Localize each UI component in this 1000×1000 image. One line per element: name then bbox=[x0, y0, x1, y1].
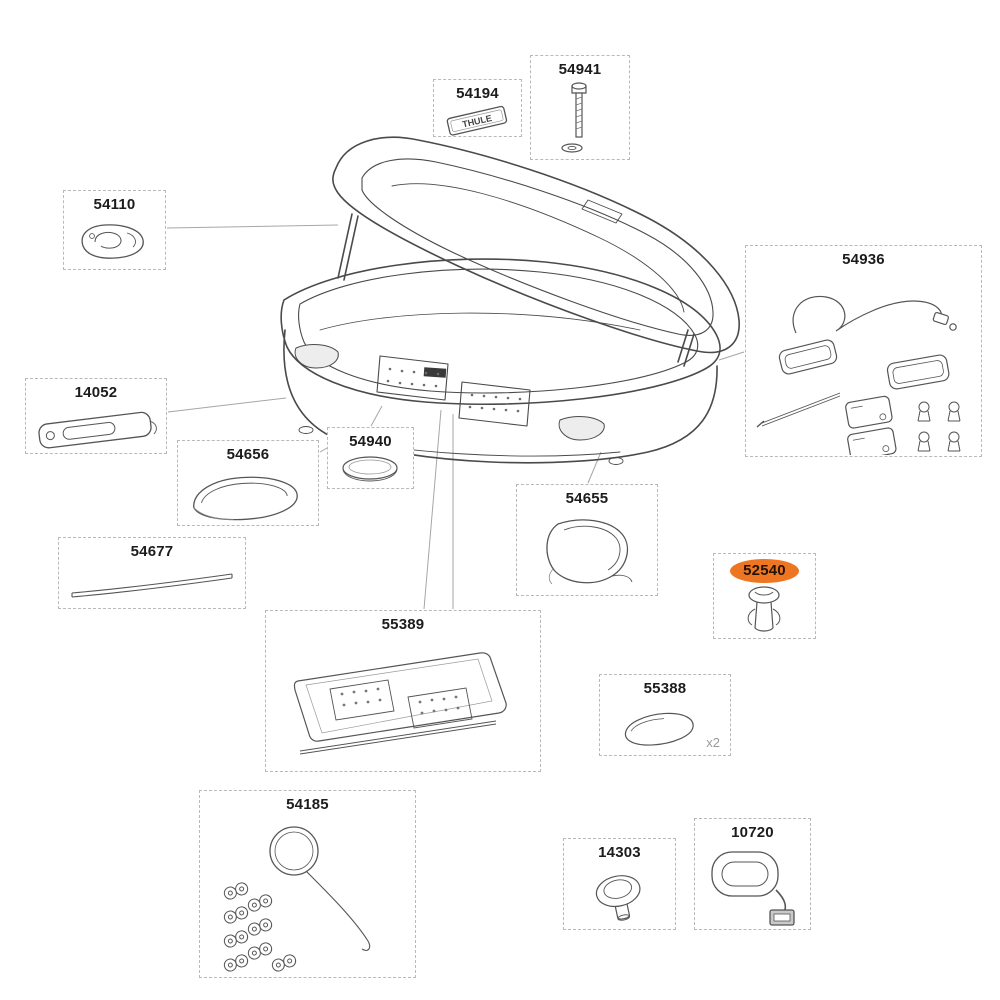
part-number-label: 54941 bbox=[558, 61, 602, 78]
part-number-label: 55388 bbox=[643, 680, 687, 697]
part-box-14052[interactable]: 14052 bbox=[25, 378, 167, 454]
part-box-14303[interactable]: 14303 bbox=[563, 838, 676, 930]
part-number-label: 14303 bbox=[598, 844, 641, 861]
part-box-54941[interactable]: 54941 bbox=[530, 55, 630, 160]
part-box-54185[interactable]: 54185 bbox=[199, 790, 416, 978]
part-number-label: 54936 bbox=[842, 251, 885, 268]
thule-badge-illustration: THULE bbox=[434, 103, 521, 136]
part-box-54936[interactable]: 54936 bbox=[745, 245, 982, 457]
end-cap-illustration bbox=[600, 698, 730, 755]
cable-and-clips-kit-illustration bbox=[200, 814, 415, 977]
part-box-54940[interactable]: 54940 bbox=[327, 427, 414, 489]
corner-cover-left-illustration bbox=[178, 464, 318, 525]
part-box-54194[interactable]: 54194 THULE bbox=[433, 79, 522, 137]
part-number-label: 54110 bbox=[93, 196, 136, 213]
clip-rivet-illustration bbox=[714, 583, 815, 638]
part-number-label: 14052 bbox=[74, 384, 118, 401]
part-number-label: 54655 bbox=[565, 490, 609, 507]
strap-illustration bbox=[695, 842, 810, 929]
box-latch-detail bbox=[423, 367, 447, 378]
corner-cover-right-illustration bbox=[517, 508, 657, 595]
part-number-label: 54940 bbox=[349, 433, 392, 450]
part-box-54677[interactable]: 54677 bbox=[58, 537, 246, 609]
base-plate-illustration bbox=[266, 634, 540, 771]
quantity-note: x2 bbox=[706, 735, 720, 750]
oval-pad-illustration bbox=[328, 451, 413, 488]
part-box-54655[interactable]: 54655 bbox=[516, 484, 658, 596]
part-box-54656[interactable]: 54656 bbox=[177, 440, 319, 526]
knob-disc-illustration bbox=[564, 862, 675, 929]
part-box-54110[interactable]: 54110 bbox=[63, 190, 166, 270]
roof-box-drawing bbox=[280, 136, 740, 465]
trim-strip-illustration bbox=[59, 561, 245, 608]
bolt-illustration bbox=[531, 79, 629, 159]
part-number-label-highlighted[interactable]: 52540 bbox=[730, 559, 799, 583]
part-number-label: 10720 bbox=[731, 824, 774, 841]
light-kit-illustration bbox=[746, 269, 981, 456]
part-box-55388[interactable]: 55388 x2 bbox=[599, 674, 731, 756]
handle-plate-illustration bbox=[26, 402, 166, 453]
part-number-label: 55389 bbox=[381, 616, 425, 633]
part-number-label: 54656 bbox=[226, 446, 270, 463]
hook-bracket-illustration bbox=[64, 214, 165, 269]
part-number-label: 54677 bbox=[130, 543, 174, 560]
part-box-55389[interactable]: 55389 bbox=[265, 610, 541, 772]
part-box-52540[interactable]: 52540 bbox=[713, 553, 816, 639]
plate-holes bbox=[386, 367, 522, 413]
part-box-10720[interactable]: 10720 bbox=[694, 818, 811, 930]
part-number-label: 54194 bbox=[456, 85, 499, 102]
part-number-label: 54185 bbox=[286, 796, 329, 813]
